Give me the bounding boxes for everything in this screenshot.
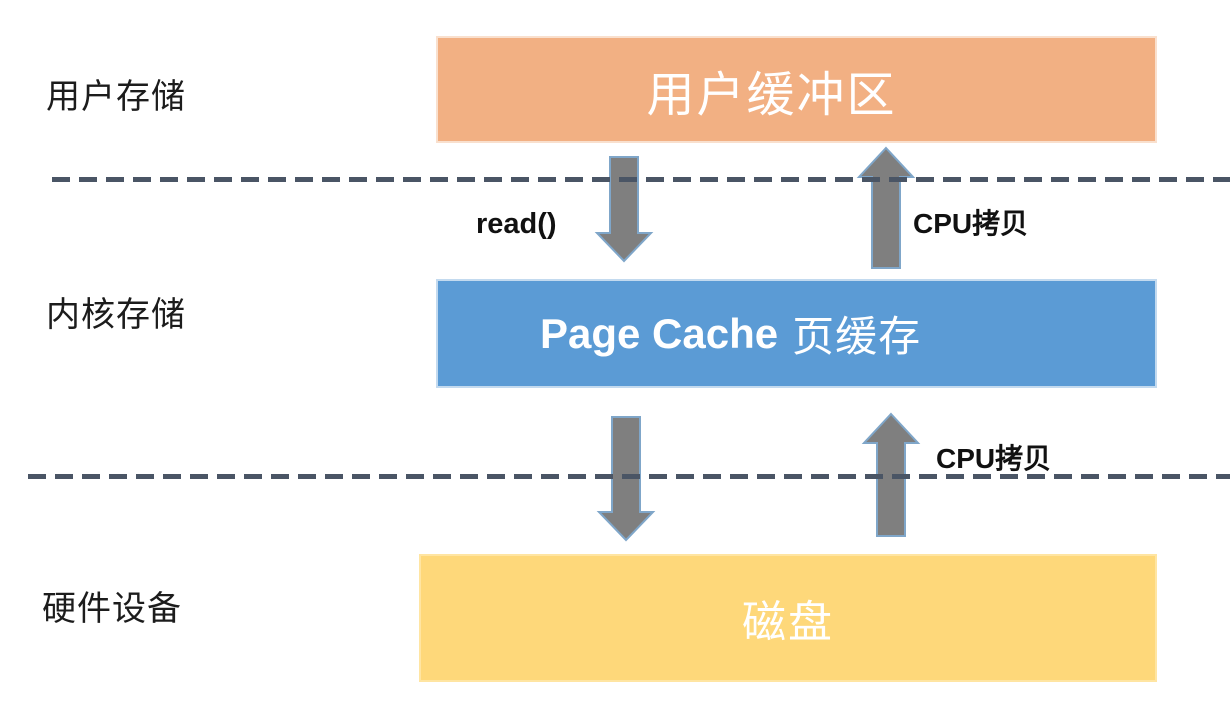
disk-label: 磁盘 (742, 598, 834, 647)
read-call-label: read() (476, 208, 557, 240)
layer-label-user-storage: 用户存储 (46, 78, 186, 116)
cpu-copy-bottom-label: CPU拷贝 (936, 443, 1052, 474)
user-buffer-label: 用户缓冲区 (646, 68, 897, 122)
disk-box: 磁盘 (419, 554, 1157, 682)
user-kernel-boundary-line (52, 177, 1230, 182)
page-cache-box: Page Cache 页缓存 (436, 279, 1157, 388)
up-arrow-page-cache-to-user-buffer-icon (856, 146, 916, 269)
page-cache-label-en: Page Cache (540, 309, 779, 357)
page-cache-label-zh: 页缓存 (792, 315, 922, 361)
layer-label-kernel-storage: 内核存储 (46, 296, 186, 334)
layer-label-hardware-device: 硬件设备 (42, 590, 182, 628)
down-arrow-user-buffer-to-page-cache-icon (594, 156, 654, 263)
user-buffer-box: 用户缓冲区 (436, 36, 1157, 143)
cpu-copy-top-label: CPU拷贝 (913, 208, 1029, 239)
